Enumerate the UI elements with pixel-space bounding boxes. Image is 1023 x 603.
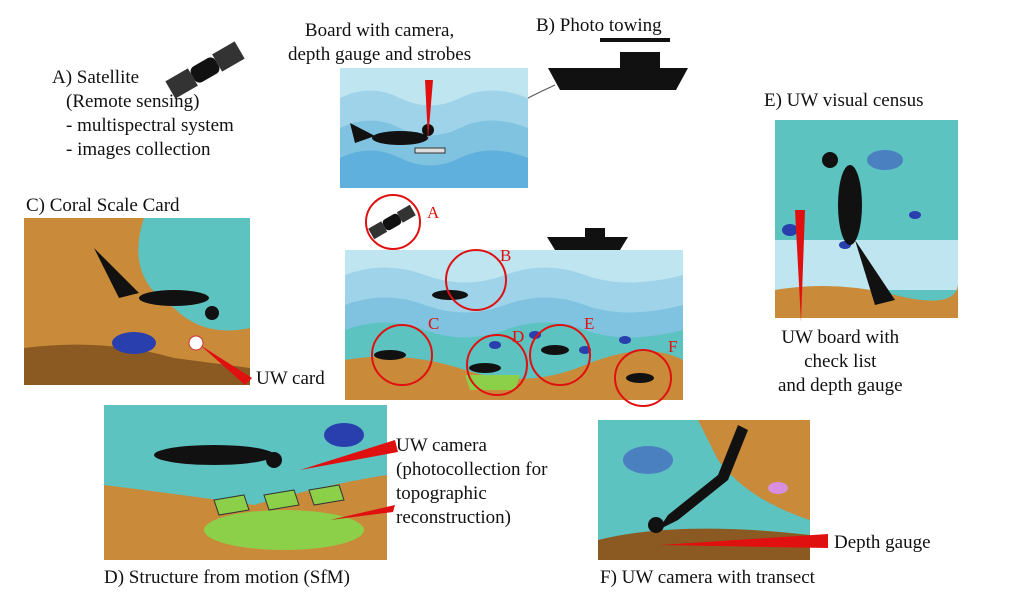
uw-camera-line3: topographic	[396, 483, 487, 504]
uw-board-label: UW board with check list and depth gauge	[778, 326, 903, 398]
marker-circle-a	[365, 194, 421, 250]
diver-icon	[648, 425, 748, 533]
board-label-line2: depth gauge and strobes	[288, 44, 472, 65]
uw-board-line3: and depth gauge	[778, 375, 903, 396]
satellite-sub: (Remote sensing)	[66, 91, 200, 112]
sfm-label: D) Structure from motion (SfM)	[104, 567, 350, 588]
marker-f: F	[668, 337, 678, 356]
uw-camera-line4: reconstruction)	[396, 507, 512, 528]
satellite-title: A) Satellite	[52, 67, 140, 88]
board-label: Board with camera, depth gauge and strob…	[288, 19, 471, 67]
photo-towing-label: B) Photo towing	[536, 15, 662, 36]
satellite-item-2: - images collection	[66, 139, 211, 160]
uw-camera-line2: (photocollection for	[396, 459, 548, 480]
board-label-line1: Board with camera,	[304, 20, 455, 41]
transect-label: F) UW camera with transect	[600, 567, 815, 588]
diver-icon	[154, 445, 282, 468]
panel-photo-towing	[340, 68, 528, 188]
visual-census-label: E) UW visual census	[764, 90, 924, 111]
marker-c: C	[428, 314, 440, 333]
panel-transect	[598, 420, 810, 560]
diver-icon	[822, 152, 895, 305]
uw-card-label: UW card	[256, 368, 325, 389]
depth-gauge-label: Depth gauge	[834, 532, 931, 553]
uw-board-line2: check list	[804, 351, 877, 372]
panel-sfm	[104, 405, 387, 560]
uw-camera-line1: UW camera	[396, 435, 487, 456]
panel-coral-scale	[24, 218, 250, 385]
uw-board-line1: UW board with	[781, 327, 900, 348]
coral-scale-label: C) Coral Scale Card	[26, 195, 180, 216]
satellite-item-1: - multispectral system	[66, 115, 234, 136]
marker-d: D	[512, 327, 525, 346]
satellite-label: A) Satellite (Remote sensing) - multispe…	[52, 66, 234, 162]
panel-overview	[345, 250, 683, 400]
marker-e: E	[584, 314, 595, 333]
panel-visual-census	[775, 120, 958, 318]
marker-a: A	[427, 203, 440, 222]
uw-camera-label: UW camera (photocollection for topograph…	[396, 434, 547, 530]
diver-icon	[94, 248, 219, 320]
marker-b: B	[500, 246, 512, 265]
